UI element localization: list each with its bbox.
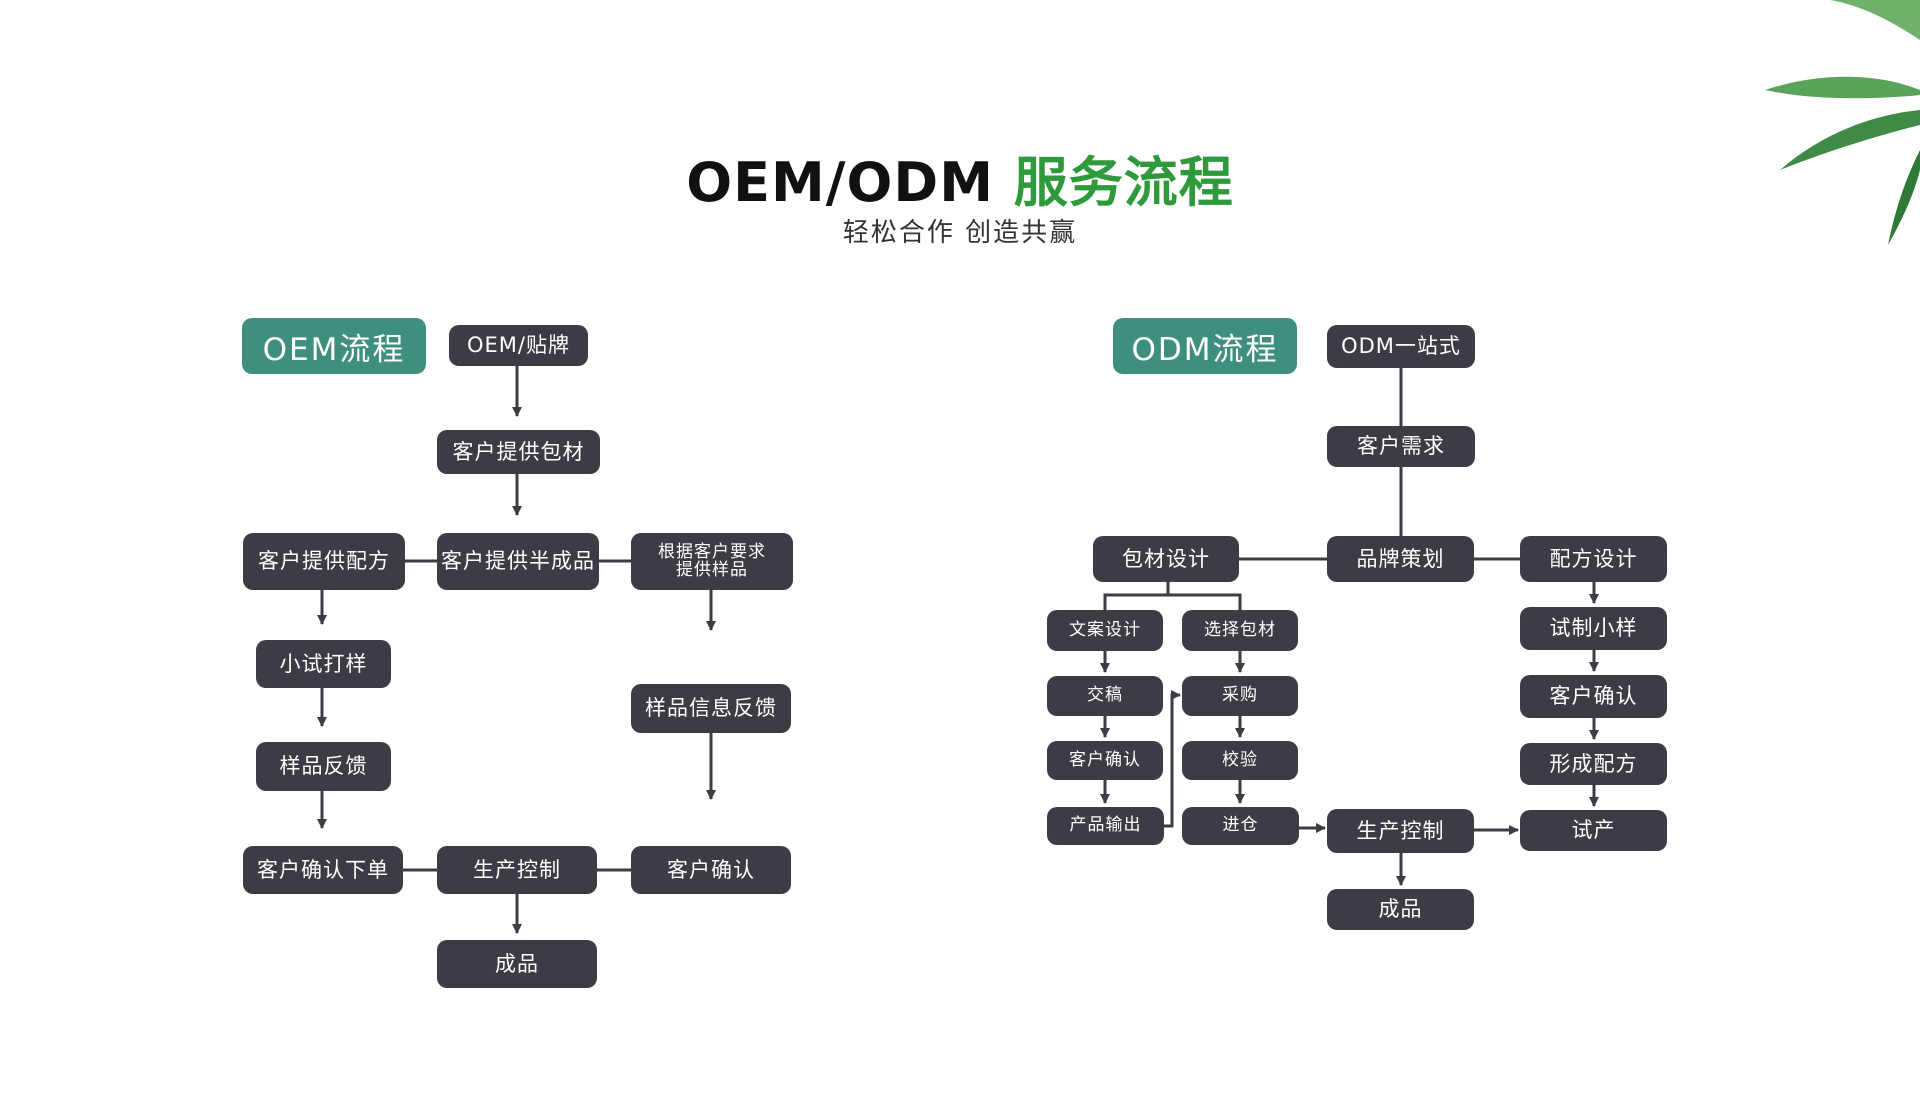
page-subtitle: 轻松合作 创造共赢 [842,218,1078,248]
odm-node-copy-design: 文案设计 [1047,610,1163,651]
odm-connector [1103,582,1170,610]
oem-node-start: OEM/贴牌 [449,325,588,366]
title-part-2: 服务流程 [1013,151,1234,214]
oem-node-sample-feedback: 样品反馈 [256,742,391,791]
odm-node-start: ODM一站式 [1327,325,1475,368]
odm-node-production: 生产控制 [1327,809,1474,853]
odm-node-pack-design: 包材设计 [1093,536,1239,582]
odm-node-choose-pack: 选择包材 [1182,610,1298,651]
title-part-1: OEM/ODM [686,151,1014,214]
odm-node-brand: 品牌策划 [1327,536,1474,582]
oem-node-confirm-order: 客户确认下单 [243,846,403,894]
odm-node-formula-design: 配方设计 [1520,536,1667,582]
oem-node-sample-request-label: 根据客户要求 提供样品 [658,541,766,580]
odm-node-confirm: 客户确认 [1047,741,1163,780]
odm-node-trial-production: 试产 [1520,810,1667,851]
oem-node-sample-request: 根据客户要求 提供样品 [631,533,793,590]
oem-node-provide-semi: 客户提供半成品 [437,533,599,590]
odm-node-warehouse: 进仓 [1182,807,1299,845]
leaf-decoration-icon [1765,0,1920,245]
odm-node-check: 校验 [1182,741,1298,780]
oem-node-provide-formula: 客户提供配方 [243,533,405,590]
odm-node-product: 成品 [1327,889,1474,930]
oem-section-tag: OEM流程 [242,318,426,374]
odm-section-tag: ODM流程 [1113,318,1297,374]
odm-node-draft: 交稿 [1047,676,1163,716]
odm-node-form-formula: 形成配方 [1520,743,1667,785]
odm-node-purchase: 采购 [1182,676,1298,716]
oem-node-trial: 小试打样 [256,640,391,688]
oem-node-provide-pack: 客户提供包材 [437,430,600,474]
odm-node-small-trial: 试制小样 [1520,607,1667,650]
page-title: OEM/ODM 服务流程 [0,138,1920,217]
odm-node-confirm-2: 客户确认 [1520,675,1667,718]
odm-node-demand: 客户需求 [1327,426,1475,467]
oem-node-production: 生产控制 [437,846,597,894]
oem-node-sample-info: 样品信息反馈 [631,684,791,733]
odm-connector [1168,593,1242,610]
odm-node-output: 产品输出 [1047,807,1164,845]
oem-node-product: 成品 [437,940,597,988]
odm-connector [1164,690,1181,828]
oem-node-confirm: 客户确认 [631,846,791,894]
